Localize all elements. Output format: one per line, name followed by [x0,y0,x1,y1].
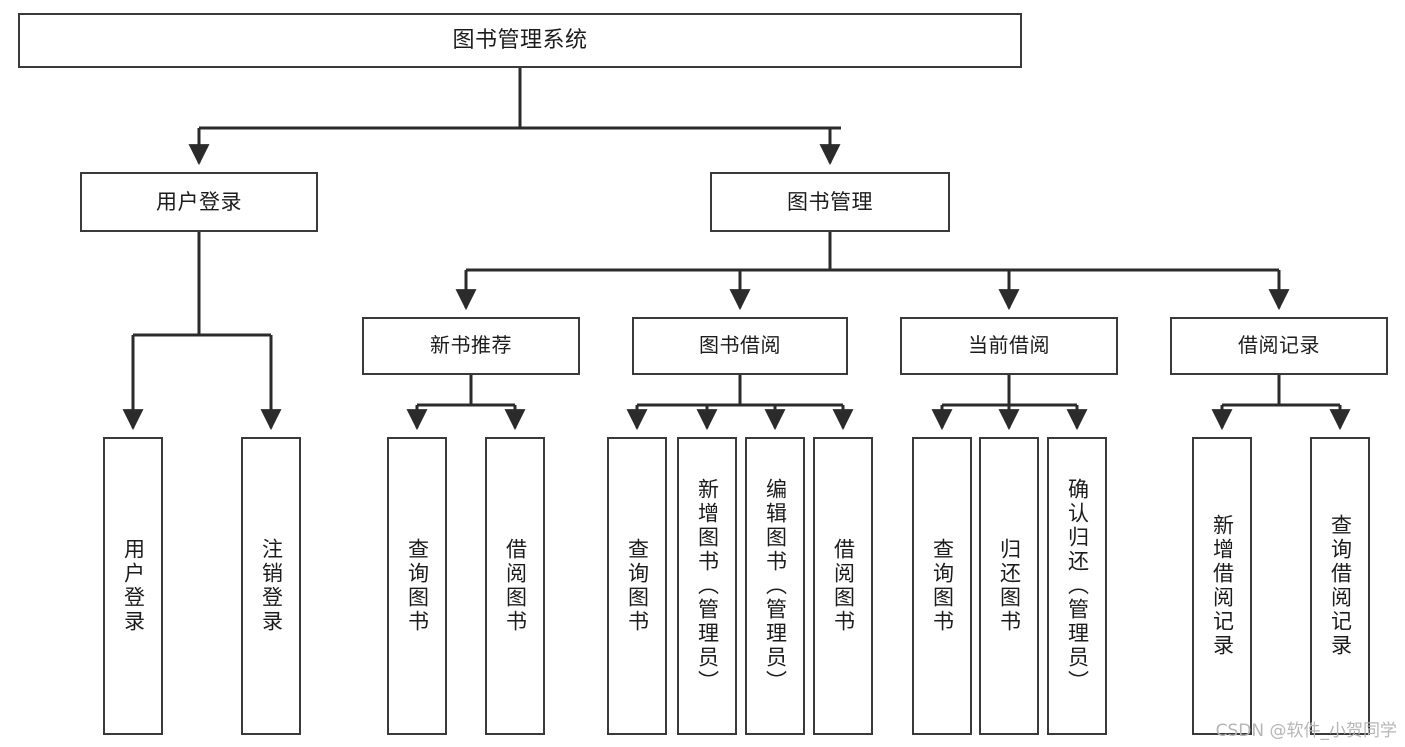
node-user-login-label: 用户登录 [156,189,242,214]
node-leaf-query-book-3[interactable]: 查询图书 [912,437,972,735]
node-leaf-query-book-1[interactable]: 查询图书 [387,437,447,735]
node-leaf-add-book[interactable]: 新增图书（管理员） [677,437,737,735]
node-leaf-query-record-label: 查询借阅记录 [1328,514,1353,658]
node-borrow-record-label: 借阅记录 [1238,333,1320,358]
node-leaf-add-book-label: 新增图书（管理员） [695,478,720,694]
node-new-book-recommend[interactable]: 新书推荐 [362,317,580,375]
node-leaf-edit-book[interactable]: 编辑图书（管理员） [745,437,805,735]
node-current-borrow[interactable]: 当前借阅 [900,317,1118,375]
node-leaf-add-record-label: 新增借阅记录 [1210,514,1235,658]
node-leaf-confirm-return-label: 确认归还（管理员） [1065,478,1090,694]
node-user-login[interactable]: 用户登录 [80,172,318,232]
node-leaf-user-logout[interactable]: 注销登录 [241,437,301,735]
node-book-borrow[interactable]: 图书借阅 [632,317,848,375]
node-leaf-borrow-book-2[interactable]: 借阅图书 [813,437,873,735]
node-leaf-query-book-2-label: 查询图书 [625,538,650,634]
node-book-borrow-label: 图书借阅 [699,333,781,358]
node-book-manage[interactable]: 图书管理 [710,172,950,232]
node-new-book-recommend-label: 新书推荐 [430,333,512,358]
node-leaf-return-book[interactable]: 归还图书 [979,437,1039,735]
node-leaf-borrow-book-1[interactable]: 借阅图书 [485,437,545,735]
node-leaf-query-book-3-label: 查询图书 [930,538,955,634]
node-leaf-confirm-return[interactable]: 确认归还（管理员） [1047,437,1107,735]
node-leaf-borrow-book-1-label: 借阅图书 [503,538,528,634]
node-current-borrow-label: 当前借阅 [968,333,1050,358]
node-leaf-user-login-label: 用户登录 [121,538,146,634]
node-book-manage-label: 图书管理 [787,189,873,214]
node-root[interactable]: 图书管理系统 [18,13,1022,68]
node-leaf-user-login[interactable]: 用户登录 [103,437,163,735]
node-leaf-return-book-label: 归还图书 [997,538,1022,634]
node-root-label: 图书管理系统 [452,27,588,53]
node-borrow-record[interactable]: 借阅记录 [1170,317,1388,375]
node-leaf-query-book-1-label: 查询图书 [405,538,430,634]
node-leaf-user-logout-label: 注销登录 [259,538,284,634]
node-leaf-add-record[interactable]: 新增借阅记录 [1192,437,1252,735]
node-leaf-query-record[interactable]: 查询借阅记录 [1310,437,1370,735]
node-leaf-query-book-2[interactable]: 查询图书 [607,437,667,735]
node-leaf-borrow-book-2-label: 借阅图书 [831,538,856,634]
node-leaf-edit-book-label: 编辑图书（管理员） [763,478,788,694]
